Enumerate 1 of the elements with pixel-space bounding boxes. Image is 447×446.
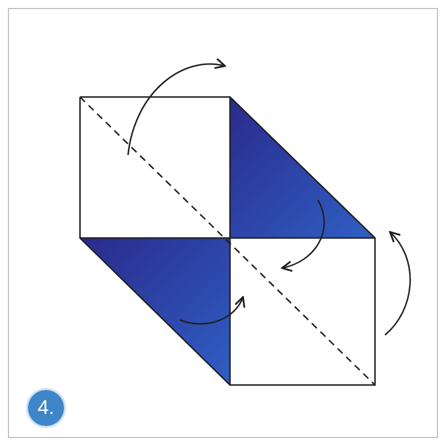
step-number: 4. <box>28 390 64 426</box>
